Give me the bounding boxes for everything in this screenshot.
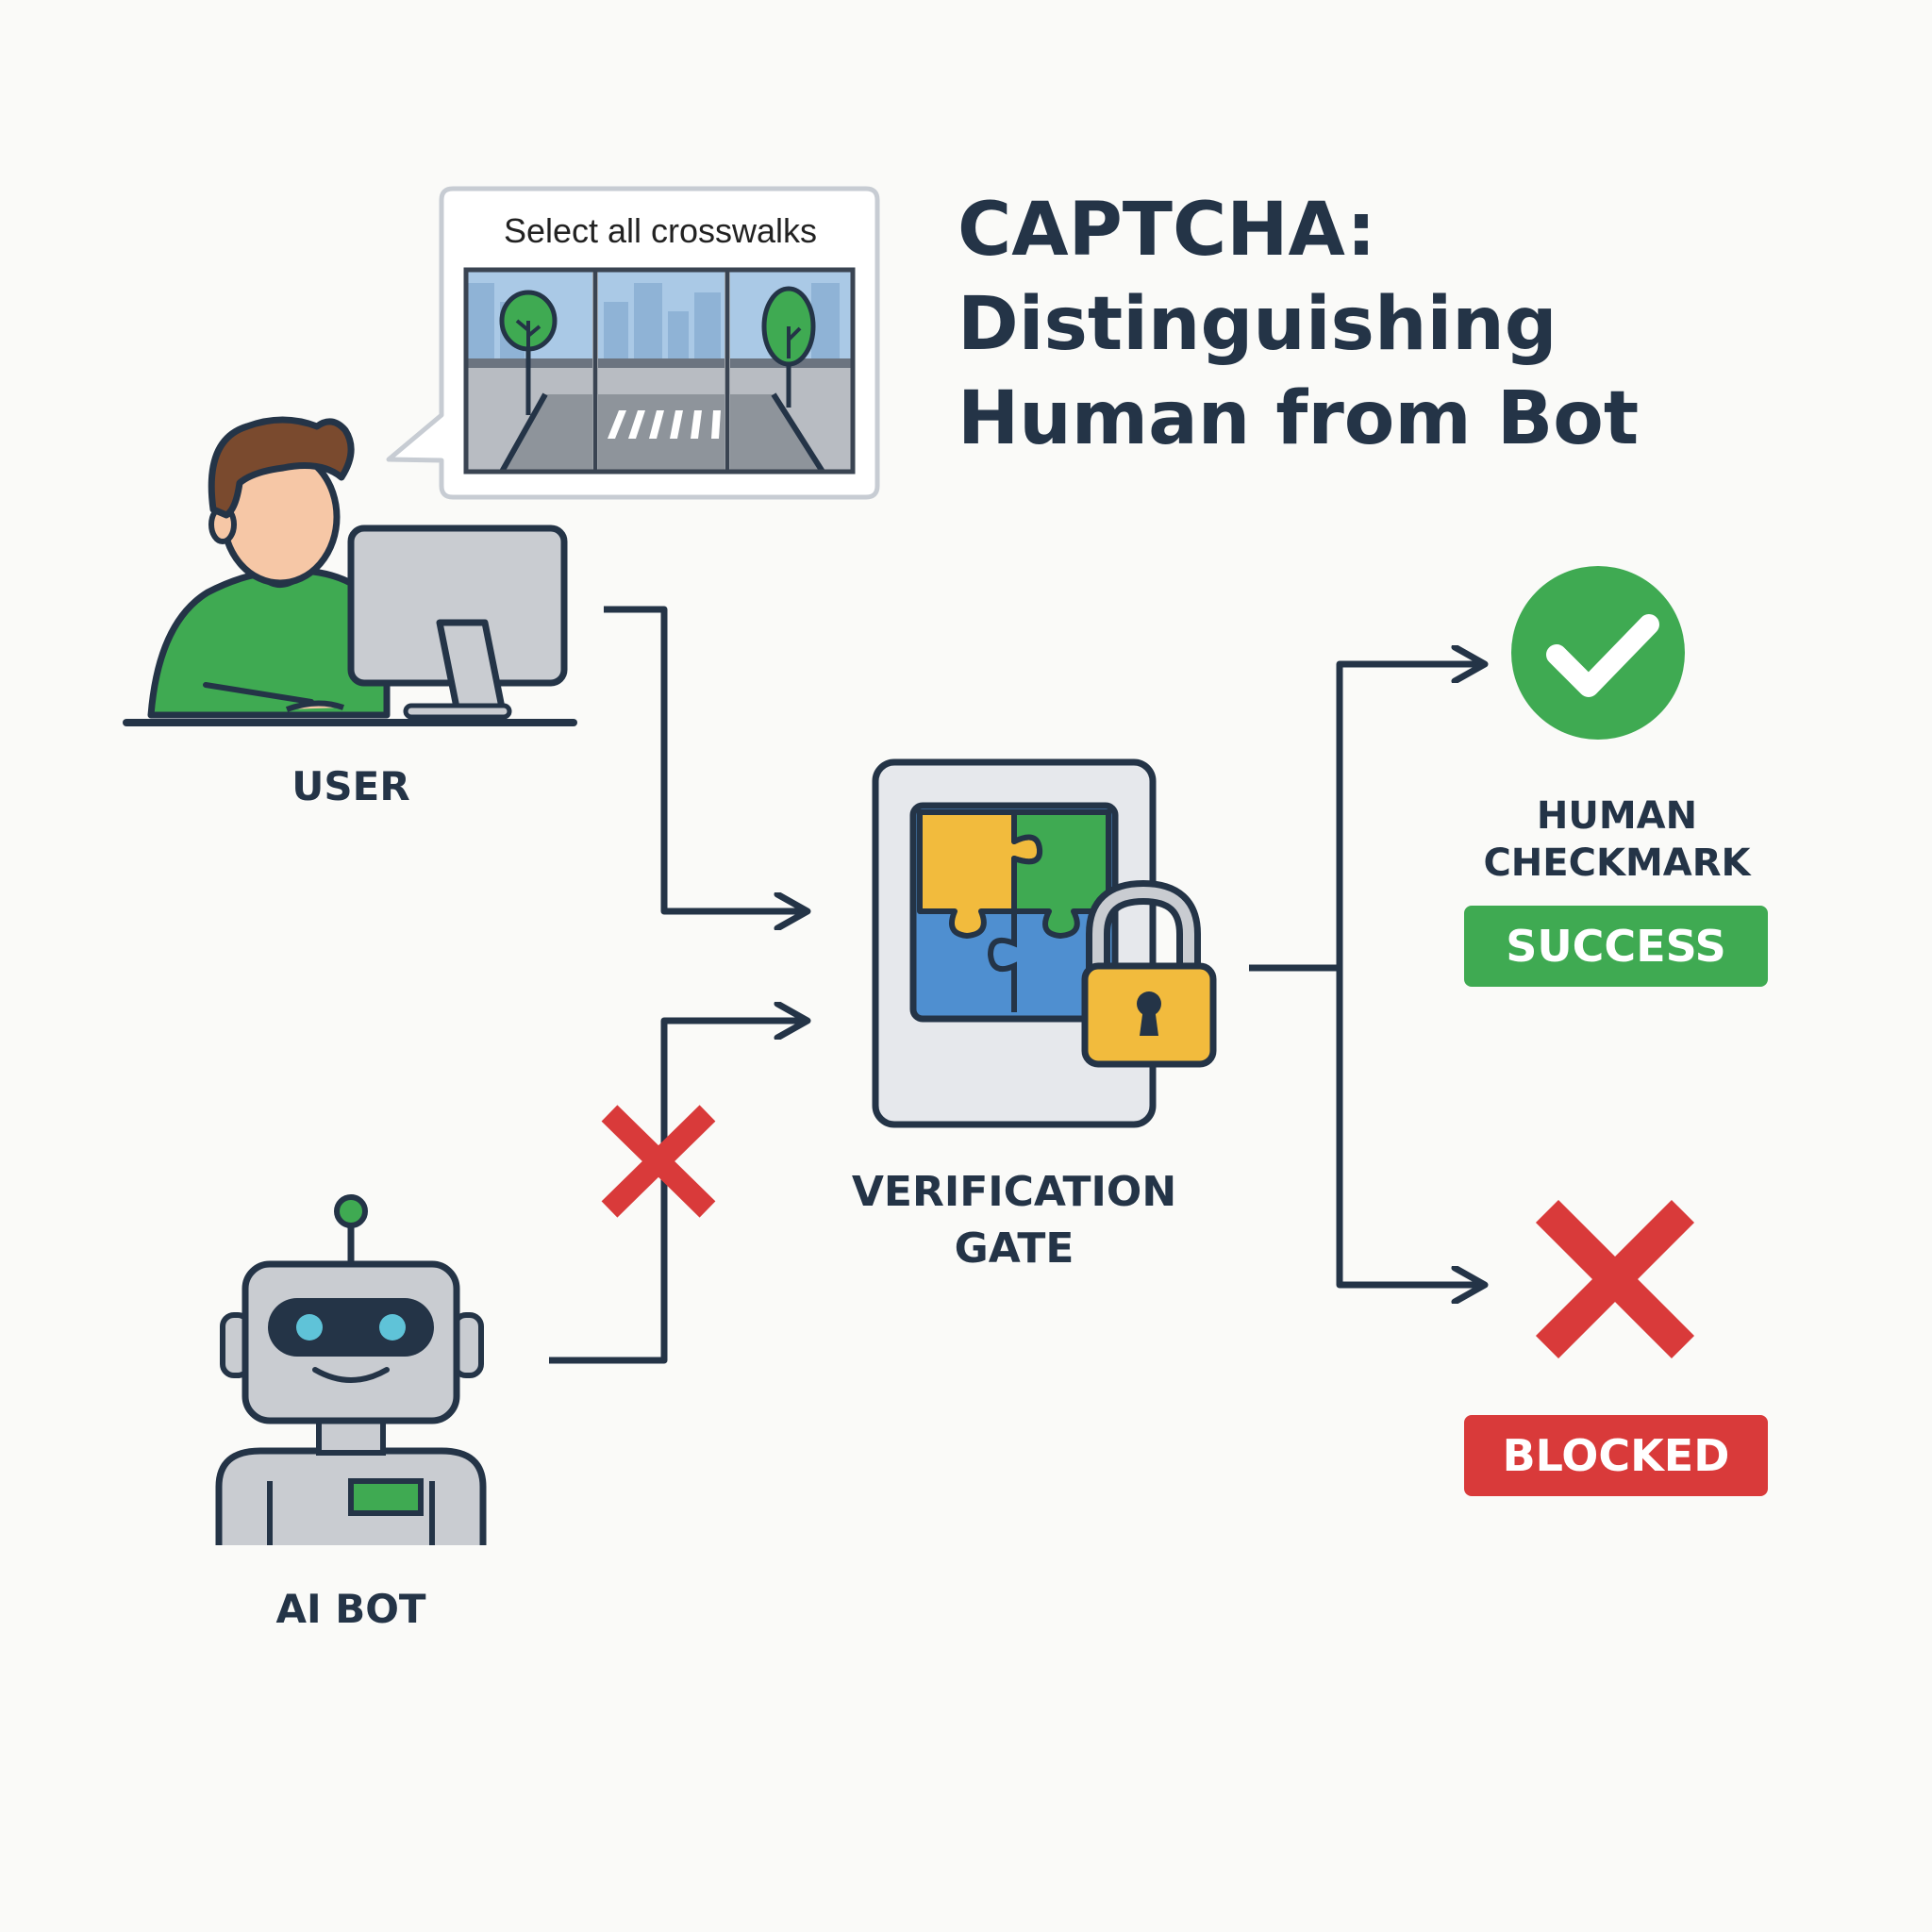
padlock-icon bbox=[1081, 879, 1217, 1068]
blocked-badge: BLOCKED bbox=[1464, 1415, 1768, 1496]
ai-bot-label: AI BOT bbox=[275, 1586, 425, 1632]
title-line-1: CAPTCHA: bbox=[958, 188, 1376, 273]
blocked-badge-text: BLOCKED bbox=[1503, 1430, 1730, 1481]
gate-label-line-1: VERIFICATION bbox=[852, 1168, 1176, 1216]
robot-icon bbox=[215, 1194, 487, 1545]
verification-gate bbox=[872, 758, 1217, 1128]
captcha-tile-1[interactable] bbox=[466, 270, 592, 474]
x-mark-icon bbox=[1535, 1199, 1695, 1359]
gate-label-line-2: GATE bbox=[955, 1224, 1074, 1273]
human-label-line-1: HUMAN bbox=[1537, 794, 1697, 838]
gate-to-success-arrow bbox=[1336, 664, 1483, 968]
user-label: USER bbox=[291, 763, 409, 809]
gate-to-blocked-arrow bbox=[1336, 968, 1483, 1285]
captcha-prompt-text: Select all crosswalks bbox=[504, 211, 817, 250]
checkmark-icon bbox=[1511, 566, 1685, 740]
bot-to-gate-arrow bbox=[549, 1021, 806, 1364]
person-at-computer-icon bbox=[123, 416, 577, 726]
x-mark-icon bbox=[601, 1105, 716, 1218]
puzzle-icon bbox=[909, 802, 1119, 1023]
title-line-3: Human from Bot bbox=[958, 376, 1639, 461]
captcha-challenge-bubble: Select all crosswalks bbox=[386, 186, 880, 500]
user-to-gate-arrow bbox=[604, 606, 806, 911]
success-badge-text: SUCCESS bbox=[1506, 921, 1726, 972]
diagram-title: CAPTCHA: Distinguishing Human from Bot bbox=[958, 188, 1639, 461]
captcha-tile-3[interactable] bbox=[730, 270, 853, 474]
title-line-2: Distinguishing bbox=[958, 282, 1557, 367]
human-label-line-2: CHECKMARK bbox=[1483, 841, 1752, 885]
success-badge: SUCCESS bbox=[1464, 906, 1768, 987]
captcha-tile-2[interactable] bbox=[598, 270, 724, 472]
